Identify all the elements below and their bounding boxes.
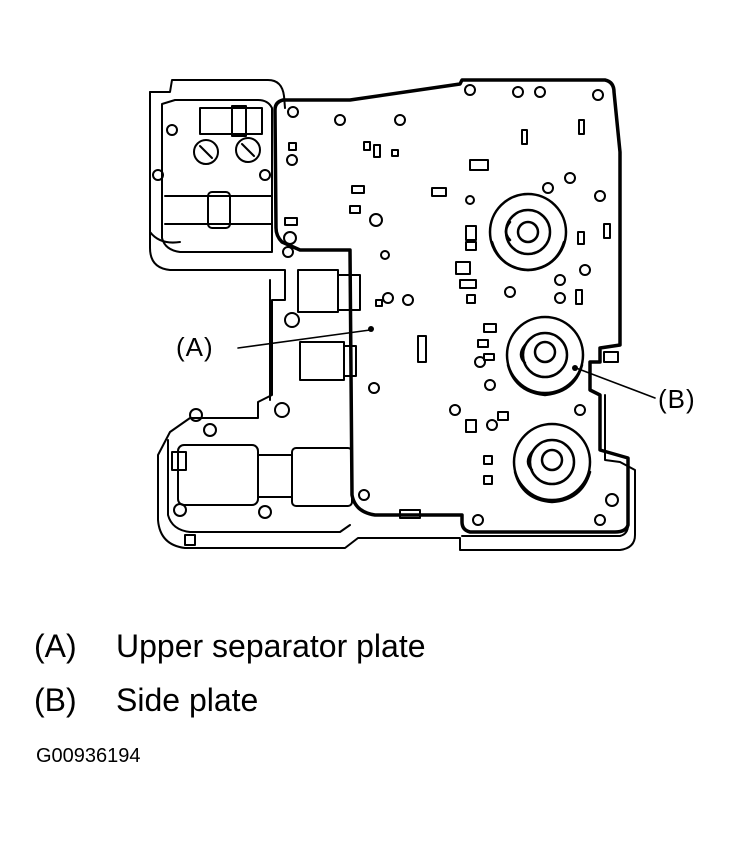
callout-a-label: (A) <box>176 332 214 362</box>
legend-key: (B) <box>34 682 77 718</box>
legend-key: (A) <box>34 628 77 664</box>
leader-lines <box>237 329 656 399</box>
callout-b-label: (B) <box>658 384 696 414</box>
valve-body-casting <box>149 79 636 551</box>
legend-item-a: (A) Upper separator plate <box>34 628 426 665</box>
side-plate <box>488 192 592 504</box>
upper-separator-plate <box>273 78 630 534</box>
legend-text: Upper separator plate <box>116 628 426 664</box>
separator-plate-holes <box>283 84 619 526</box>
figure-id: G00936194 <box>36 745 141 767</box>
valve-body-diagram: (A) (B) <box>149 78 696 551</box>
solenoid-valves <box>149 105 421 546</box>
callout-a-dot <box>368 326 374 332</box>
callout-b-dot <box>572 365 578 371</box>
legend-item-b: (B) Side plate <box>34 682 258 719</box>
legend-text: Side plate <box>116 682 259 718</box>
